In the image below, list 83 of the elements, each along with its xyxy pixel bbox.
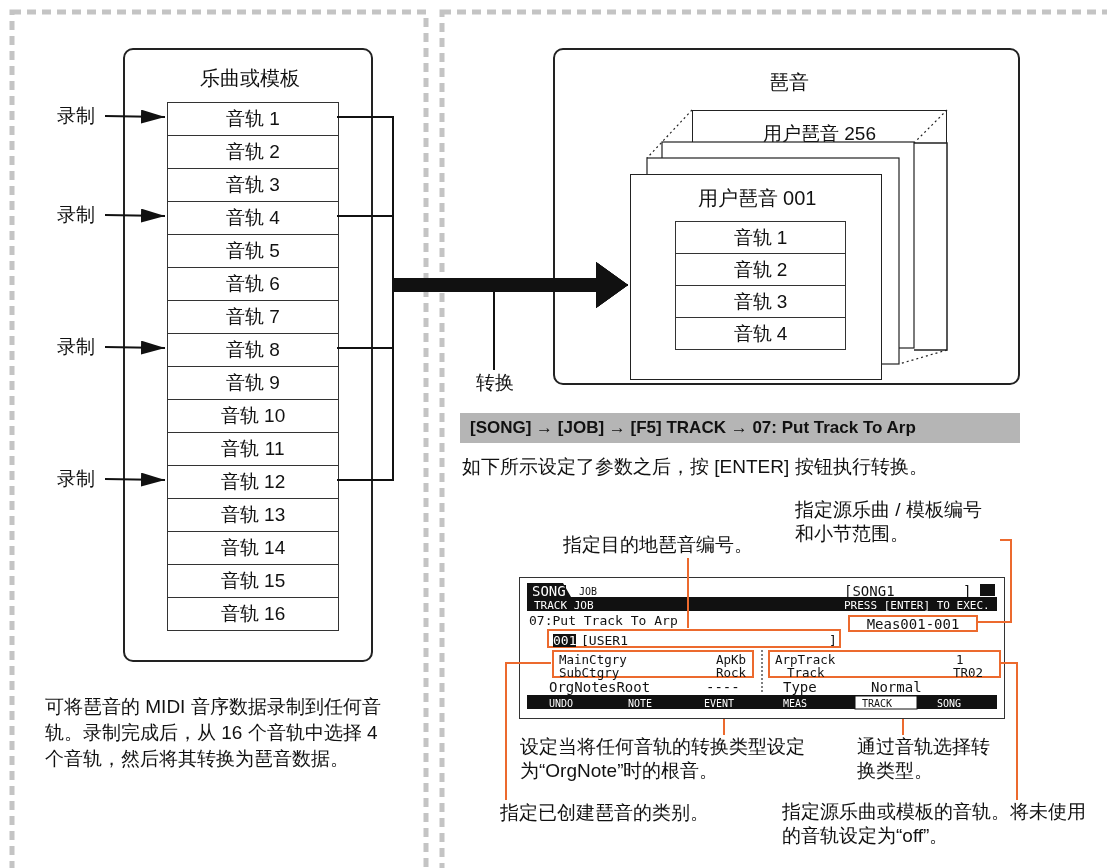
leader-line xyxy=(493,291,495,371)
track-cell: 音轨 12 xyxy=(167,465,339,499)
screen-text: [USER1 xyxy=(581,634,628,647)
track-cell: 音轨 4 xyxy=(675,317,846,350)
screen-text: NOTE xyxy=(628,698,653,709)
arrow xyxy=(104,472,166,487)
screen-text: TRACK xyxy=(862,698,893,709)
track-cell: 音轨 16 xyxy=(167,597,339,631)
label-text: 录制 xyxy=(50,103,102,129)
track-cell: 音轨 2 xyxy=(675,253,846,286)
screen-text: ApKb xyxy=(716,653,747,666)
sheet-box: 用户琶音 256 xyxy=(692,110,947,143)
connector-line xyxy=(336,262,629,481)
screen-text: ---- xyxy=(706,681,740,694)
callout-text: 通过音轨选择转换类型。 xyxy=(857,735,992,787)
screen-text: PRESS [ENTER] TO EXEC. xyxy=(844,599,990,612)
container-box xyxy=(630,174,882,380)
label-text: 录制 xyxy=(50,334,102,360)
screen-text: ] xyxy=(829,634,837,647)
track-cell: 音轨 10 xyxy=(167,399,339,433)
callout-text: 指定源乐曲 / 模板编号和小节范围。 xyxy=(795,498,1000,550)
screen-text: UNDO xyxy=(549,698,574,709)
leader-line xyxy=(687,557,689,629)
track-cell: 音轨 5 xyxy=(167,234,339,268)
callout-text: 指定源乐曲或模板的音轨。将未使用的音轨设定为“off”。 xyxy=(782,800,1094,852)
screen-text: MainCtgry xyxy=(559,653,627,666)
screen-text: OrgNotesRoot xyxy=(549,681,651,694)
track-cell: 音轨 1 xyxy=(167,102,339,136)
screen-text: 07:Put Track To Arp xyxy=(529,614,678,627)
screen-text: TR02 xyxy=(953,666,984,679)
track-cell: 音轨 15 xyxy=(167,564,339,598)
label-text: 录制 xyxy=(50,202,102,228)
track-cell: 音轨 3 xyxy=(675,285,846,318)
label-text: 指定目的地琶音编号。 xyxy=(538,532,778,558)
screen-text: [SONG1 xyxy=(844,585,895,598)
track-cell: 音轨 3 xyxy=(167,168,339,202)
track-cell: 音轨 8 xyxy=(167,333,339,367)
highlight-box xyxy=(547,629,841,648)
track-cell: 音轨 11 xyxy=(167,432,339,466)
body-text: 如下所示设定了参数之后，按 [ENTER] 按钮执行转换。 xyxy=(462,455,929,479)
box-title: 琶音 xyxy=(767,69,810,95)
track-cell: 音轨 9 xyxy=(167,366,339,400)
screen-text: Type xyxy=(783,681,817,694)
container-box xyxy=(123,48,373,662)
arrow xyxy=(104,340,166,355)
screen-text: SONG xyxy=(937,698,962,709)
callout-text: 设定当将任何音轨的转换类型设定为“OrgNote”时的根音。 xyxy=(520,735,838,787)
screen-text: 1 xyxy=(956,653,964,666)
track-cell: 音轨 14 xyxy=(167,531,339,565)
track-cell: 音轨 7 xyxy=(167,300,339,334)
screen-text: Track xyxy=(787,666,825,679)
screen-text: TRACK JOB xyxy=(534,599,594,612)
screen-text: Rock xyxy=(716,666,747,679)
leader-line xyxy=(723,718,725,736)
highlight-box: Meas001-001 xyxy=(848,615,978,632)
screen-text: 001 xyxy=(553,634,577,647)
label-text: 指定已创建琶音的类别。 xyxy=(473,800,735,826)
screen-text: ArpTrack xyxy=(775,653,836,666)
track-cell: 音轨 1 xyxy=(675,221,846,254)
box-title: 用户琶音 001 xyxy=(696,185,818,211)
track-cell: 音轨 2 xyxy=(167,135,339,169)
track-cell: 音轨 6 xyxy=(167,267,339,301)
screen-text: EVENT xyxy=(704,698,735,709)
screen-text: JOB xyxy=(579,586,598,597)
leader-line xyxy=(505,662,552,801)
label-text: 录制 xyxy=(50,466,102,492)
leader-line xyxy=(902,718,904,736)
arrow xyxy=(104,208,166,223)
screen-text: Normal xyxy=(871,681,922,694)
leader-line xyxy=(999,662,1018,801)
highlight-box xyxy=(768,650,1001,678)
screen-text: SubCtgry xyxy=(559,666,620,679)
menu-path-bar: [SONG] → [JOB] → [F5] TRACK → 07: Put Track To Arp xyxy=(460,413,1020,443)
body-text: 可将琶音的 MIDI 音序数据录制到任何音轨。录制完成后，从 16 个音轨中选择 4 个音轨，然后将其转换为琶音数据。 xyxy=(45,695,382,771)
box-title: 乐曲或模板 xyxy=(199,65,301,91)
track-cell: 音轨 13 xyxy=(167,498,339,532)
highlight-box xyxy=(552,650,754,678)
container-box xyxy=(553,48,1020,385)
track-cell: 音轨 4 xyxy=(167,201,339,235)
arrow xyxy=(104,109,166,124)
leader-line xyxy=(976,539,1012,623)
screen-text: MEAS xyxy=(783,698,808,709)
label-text: 转换 xyxy=(472,370,517,396)
